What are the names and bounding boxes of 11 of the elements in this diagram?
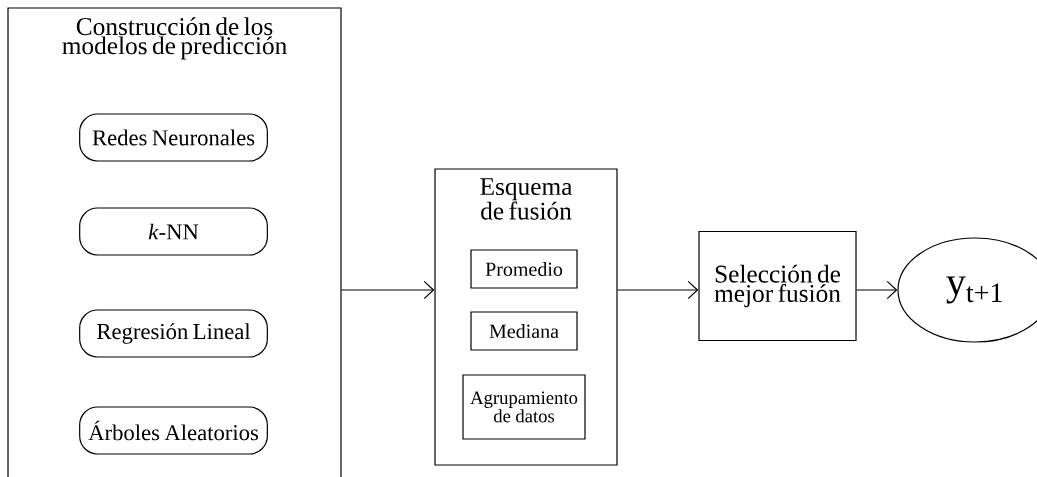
method-box: Redes Neuronales: [79, 113, 268, 162]
fusion-method-box: Promedio: [470, 249, 578, 289]
fusion-method-box: Agrupamiento de datos: [462, 374, 586, 440]
arrow: [856, 280, 898, 300]
method-box: Árboles Aleatorios: [79, 406, 268, 455]
selection-box: Selección de mejor fusión: [698, 230, 857, 342]
arrow: [617, 280, 699, 300]
method-box: Regresión Lineal: [79, 309, 268, 358]
method-box: k-NN: [79, 207, 268, 256]
fusion-method-box: Mediana: [470, 311, 578, 351]
arrow: [341, 280, 435, 300]
